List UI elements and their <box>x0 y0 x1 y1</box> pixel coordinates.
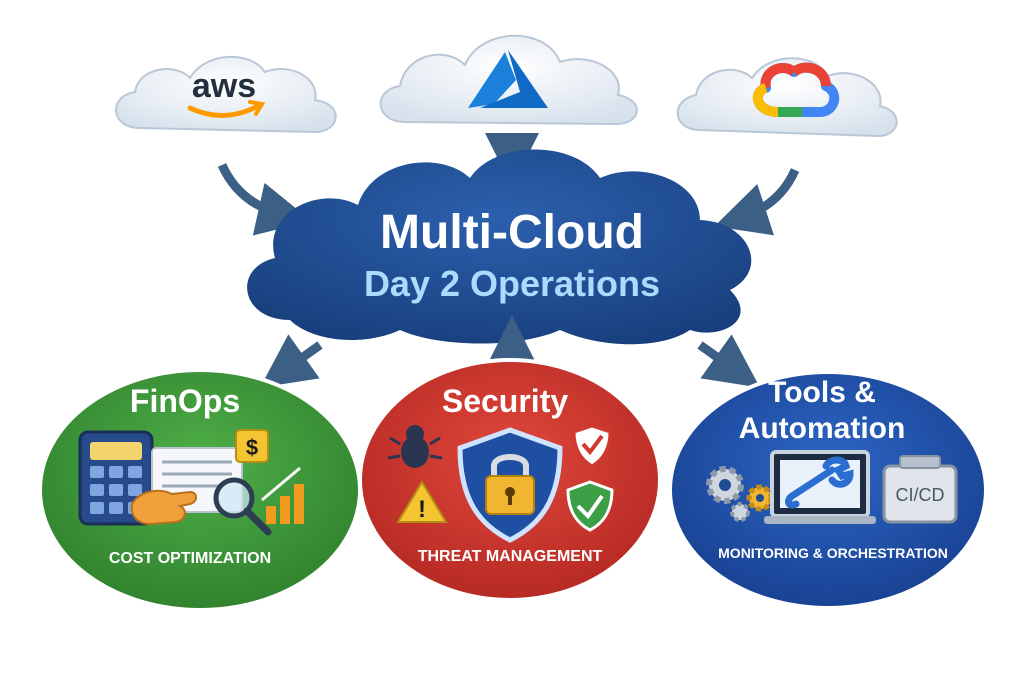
gcp-cloud <box>676 57 898 138</box>
svg-text:!: ! <box>418 496 426 523</box>
azure-logo-icon <box>468 50 548 108</box>
tools-title-line2: Automation <box>739 412 906 445</box>
finops-subtitle: COST OPTIMIZATION <box>109 550 271 567</box>
azure-cloud <box>379 34 638 126</box>
hub-subtitle: Day 2 Operations <box>364 263 660 304</box>
hub-cloud: Multi-Cloud Day 2 Operations <box>247 149 752 345</box>
finops-title: FinOps <box>130 383 240 419</box>
dollar-badge-icon: $ <box>235 429 269 463</box>
aws-cloud: aws <box>115 55 337 134</box>
green-shield-icon <box>566 480 614 532</box>
growth-chart-icon <box>261 466 304 524</box>
aws-logo-text: aws <box>192 67 256 105</box>
magnifier-icon <box>213 477 272 536</box>
hub-title: Multi-Cloud <box>380 206 644 259</box>
check-shield-icon <box>572 424 612 468</box>
svg-text:CI/CD: CI/CD <box>896 485 945 505</box>
security-pillar: Security ! <box>358 358 662 602</box>
google-cloud-logo-icon <box>752 62 840 117</box>
tools-subtitle: MONITORING & ORCHESTRATION <box>718 545 948 561</box>
ci-cd-icon: CI/CD <box>882 455 958 524</box>
tools-pillar: Tools & Automation CI/CD MONITORING & OR… <box>668 370 988 610</box>
security-title: Security <box>442 383 568 419</box>
tools-title-line1: Tools & <box>768 376 876 409</box>
arrow-gcp-to-hub <box>714 168 800 236</box>
laptop-wrench-icon <box>764 450 876 524</box>
security-subtitle: THREAT MANAGEMENT <box>418 548 603 565</box>
warning-icon: ! <box>396 480 448 523</box>
bug-icon <box>387 425 443 468</box>
arrow-hub-to-tools <box>697 334 761 388</box>
finops-pillar: FinOps $ <box>38 368 362 612</box>
arrow-hub-to-finops <box>259 334 323 388</box>
aws-logo-icon: aws <box>187 67 266 119</box>
arrow-aws-to-hub <box>217 163 312 236</box>
hand-icon <box>130 489 197 526</box>
shield-lock-icon <box>457 427 563 543</box>
svg-text:$: $ <box>246 435 258 460</box>
